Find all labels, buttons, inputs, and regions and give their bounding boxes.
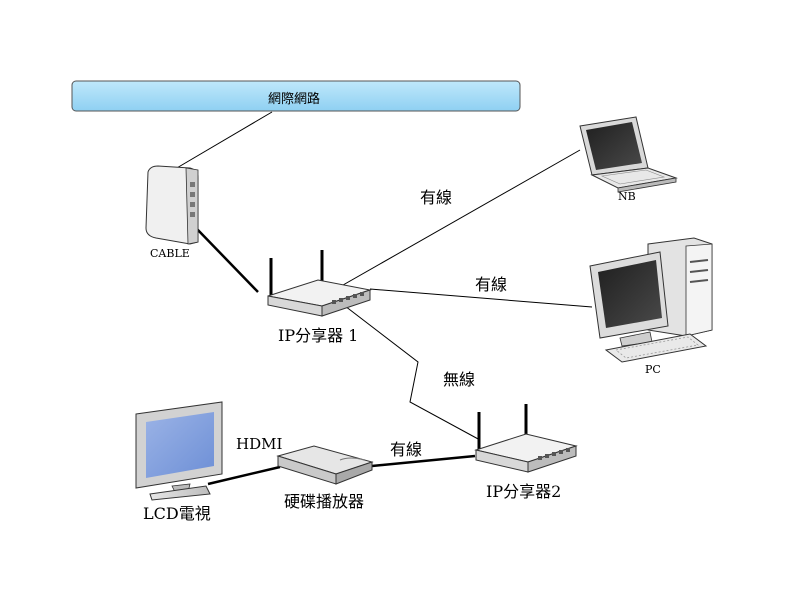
pc-label: PC — [645, 363, 661, 376]
cable-router1-link — [195, 227, 259, 293]
internet-label: 網際網路 — [268, 92, 321, 107]
router2-label: IP分享器2 — [486, 482, 562, 501]
notebook-label: NB — [618, 190, 636, 203]
router1-nb-link — [321, 149, 581, 298]
hdmi-label: HDMI — [236, 435, 283, 453]
hdd-player-icon — [276, 445, 374, 485]
wireless-link — [344, 305, 481, 441]
wireless-link-label: 無線 — [443, 370, 476, 389]
tv-player-link — [207, 465, 281, 486]
router1-icon — [267, 250, 372, 317]
player-router2-link — [371, 454, 476, 468]
router1-pc-link — [369, 288, 593, 308]
cable-label: CABLE — [150, 247, 190, 260]
cable-modem-icon — [145, 165, 199, 245]
router1-label: IP分享器 1 — [278, 326, 359, 345]
tv-label: LCD電視 — [143, 504, 211, 523]
player-label: 硬碟播放器 — [284, 492, 365, 511]
pc-link-label: 有線 — [475, 275, 508, 294]
player-link-label: 有線 — [390, 440, 423, 459]
router2-icon — [474, 404, 578, 473]
notebook-icon — [579, 116, 678, 193]
nb-link-label: 有線 — [420, 188, 453, 207]
internet-cable-link — [169, 111, 273, 173]
pc-icon — [589, 237, 713, 363]
internet-bar — [71, 80, 521, 112]
connections — [169, 111, 593, 486]
tv-icon — [135, 401, 223, 501]
